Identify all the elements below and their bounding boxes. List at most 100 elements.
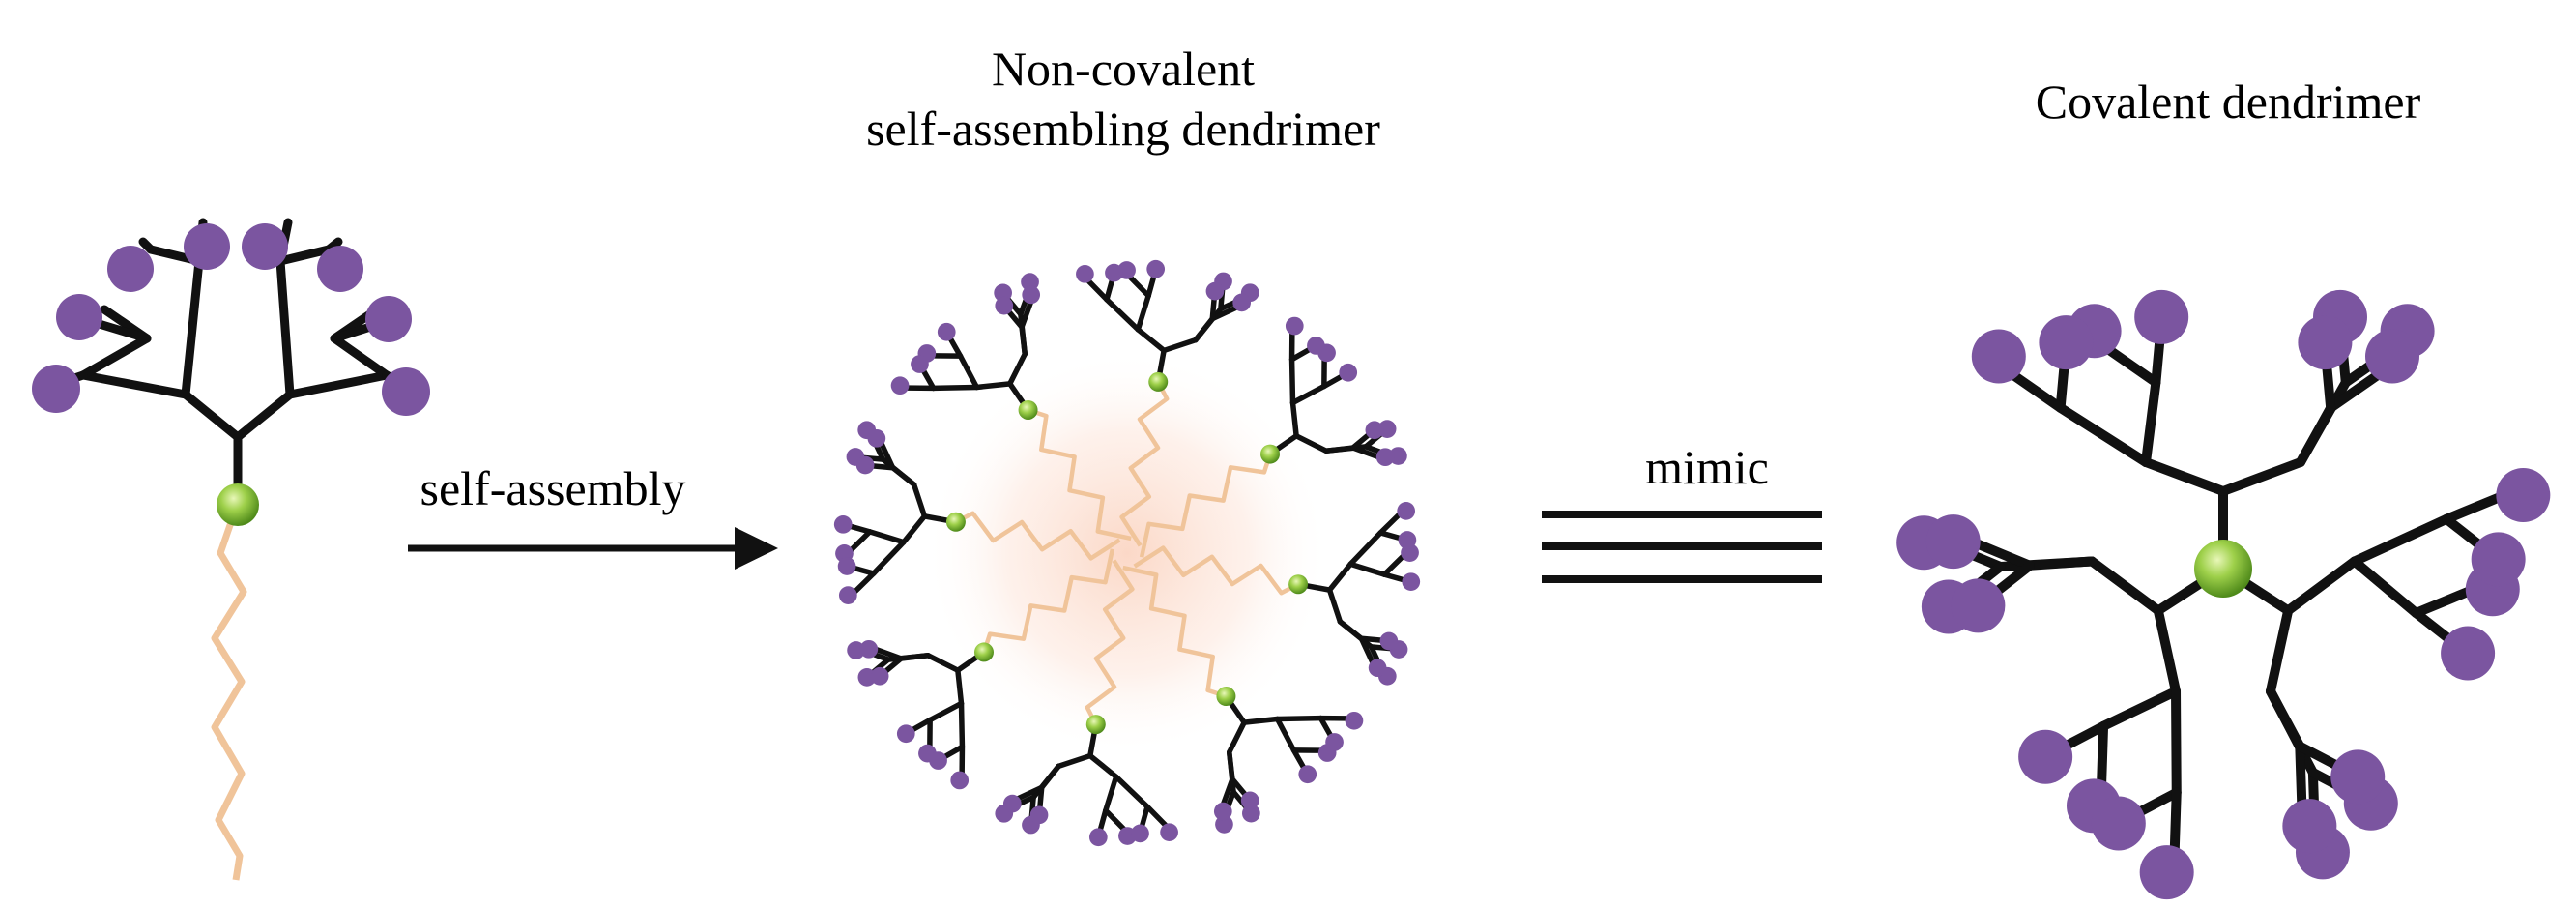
branch (2265, 605, 2294, 696)
terminal-group-icon (1146, 259, 1166, 278)
branch (1103, 807, 1127, 832)
alkyl-tail (1133, 545, 1300, 596)
equivalence-icon (1542, 511, 1822, 583)
arrow-label: self-assembly (420, 461, 686, 515)
branch (2087, 556, 2163, 616)
noncovalent-assembly (833, 259, 1421, 847)
terminal-group-icon (1029, 805, 1049, 825)
terminal-group-icon (1285, 316, 1304, 336)
terminal-group-icon (870, 666, 889, 686)
branch (1226, 719, 1247, 755)
terminal-group-icon (1375, 448, 1395, 467)
branch (846, 523, 873, 535)
branch (973, 381, 1013, 391)
core-sphere-icon (973, 642, 994, 662)
branch (852, 571, 877, 595)
branch (1144, 804, 1169, 829)
branch (1326, 587, 1344, 625)
terminal-group-icon (1951, 578, 2006, 633)
terminal-group-icon (1232, 293, 1252, 312)
terminal-group-icon (833, 514, 853, 534)
branch (1161, 337, 1199, 354)
terminal-group-icon (950, 771, 970, 790)
terminal-group-icon (1160, 823, 1178, 842)
terminal-group-icon (896, 724, 915, 744)
terminal-group-icon (1213, 802, 1232, 821)
core-sphere-icon (217, 483, 259, 526)
branch (867, 529, 907, 545)
branch (1087, 752, 1119, 779)
alkyl-tail (211, 501, 247, 881)
terminal-group-icon (1971, 329, 2026, 384)
branch (870, 539, 907, 576)
terminal-group-icon (911, 355, 929, 373)
branch (1337, 619, 1365, 642)
branch (1145, 272, 1157, 299)
branch (1358, 635, 1386, 644)
terminal-group-icon (995, 296, 1014, 315)
core-sphere-icon (1018, 399, 1038, 420)
branch (1036, 784, 1045, 812)
terminal-group-icon (1325, 733, 1344, 751)
branch (1274, 715, 1324, 722)
terminal-group-icon (1088, 828, 1108, 847)
terminal-group-icon (1345, 711, 1364, 730)
branch (2098, 686, 2182, 731)
branch (941, 744, 966, 760)
branch (898, 652, 931, 661)
branch (1293, 433, 1329, 454)
terminal-group-icon (2441, 626, 2496, 681)
terminal-group-icon (937, 322, 956, 341)
branch (2104, 344, 2161, 388)
branch (850, 565, 877, 576)
branch (1056, 752, 1093, 770)
terminal-group-icon (1307, 337, 1325, 355)
branch (138, 237, 156, 254)
branch (78, 334, 152, 380)
branch (868, 462, 896, 471)
branch (2283, 556, 2359, 616)
terminal-group-icon (855, 455, 875, 475)
branch (889, 464, 917, 487)
branch (1193, 315, 1216, 343)
terminal-group-icon (1368, 659, 1387, 678)
branch (1038, 763, 1061, 791)
terminal-group-icon (2471, 532, 2526, 587)
branch (874, 647, 904, 661)
branch (1209, 305, 1239, 322)
terminal-group-icon (1076, 264, 1094, 283)
branch (882, 656, 904, 675)
branch (2326, 370, 2383, 413)
mimic-label: mimic (1645, 440, 1769, 494)
branch (2349, 513, 2452, 567)
branch (1350, 445, 1380, 459)
branch (1377, 512, 1403, 536)
branch (909, 717, 933, 734)
branch (1317, 715, 1334, 740)
terminal-group-icon (1022, 285, 1041, 305)
branch (1015, 784, 1045, 802)
branch (1104, 296, 1142, 333)
terminal-group-icon (1339, 363, 1358, 382)
branch (1321, 372, 1346, 390)
alkyl-tail (981, 548, 1115, 654)
branch (1326, 561, 1353, 593)
arrow-head-icon (735, 527, 778, 570)
branch (2349, 556, 2421, 619)
branch (1290, 747, 1308, 772)
branch (1104, 276, 1115, 303)
alkyl-tail (1122, 565, 1228, 699)
terminal-group-icon (184, 223, 230, 270)
terminal-group-icon (929, 751, 947, 770)
branch (911, 482, 928, 519)
branch (849, 529, 873, 553)
core-sphere-icon (1085, 715, 1106, 735)
branch (1230, 776, 1249, 799)
branch (1288, 346, 1314, 363)
branch (2296, 402, 2336, 467)
terminal-group-icon (2330, 749, 2386, 805)
alkyl-tail (1085, 559, 1135, 726)
branch (1007, 351, 1028, 387)
branch (1135, 293, 1151, 333)
terminal-group-icon (382, 367, 430, 416)
